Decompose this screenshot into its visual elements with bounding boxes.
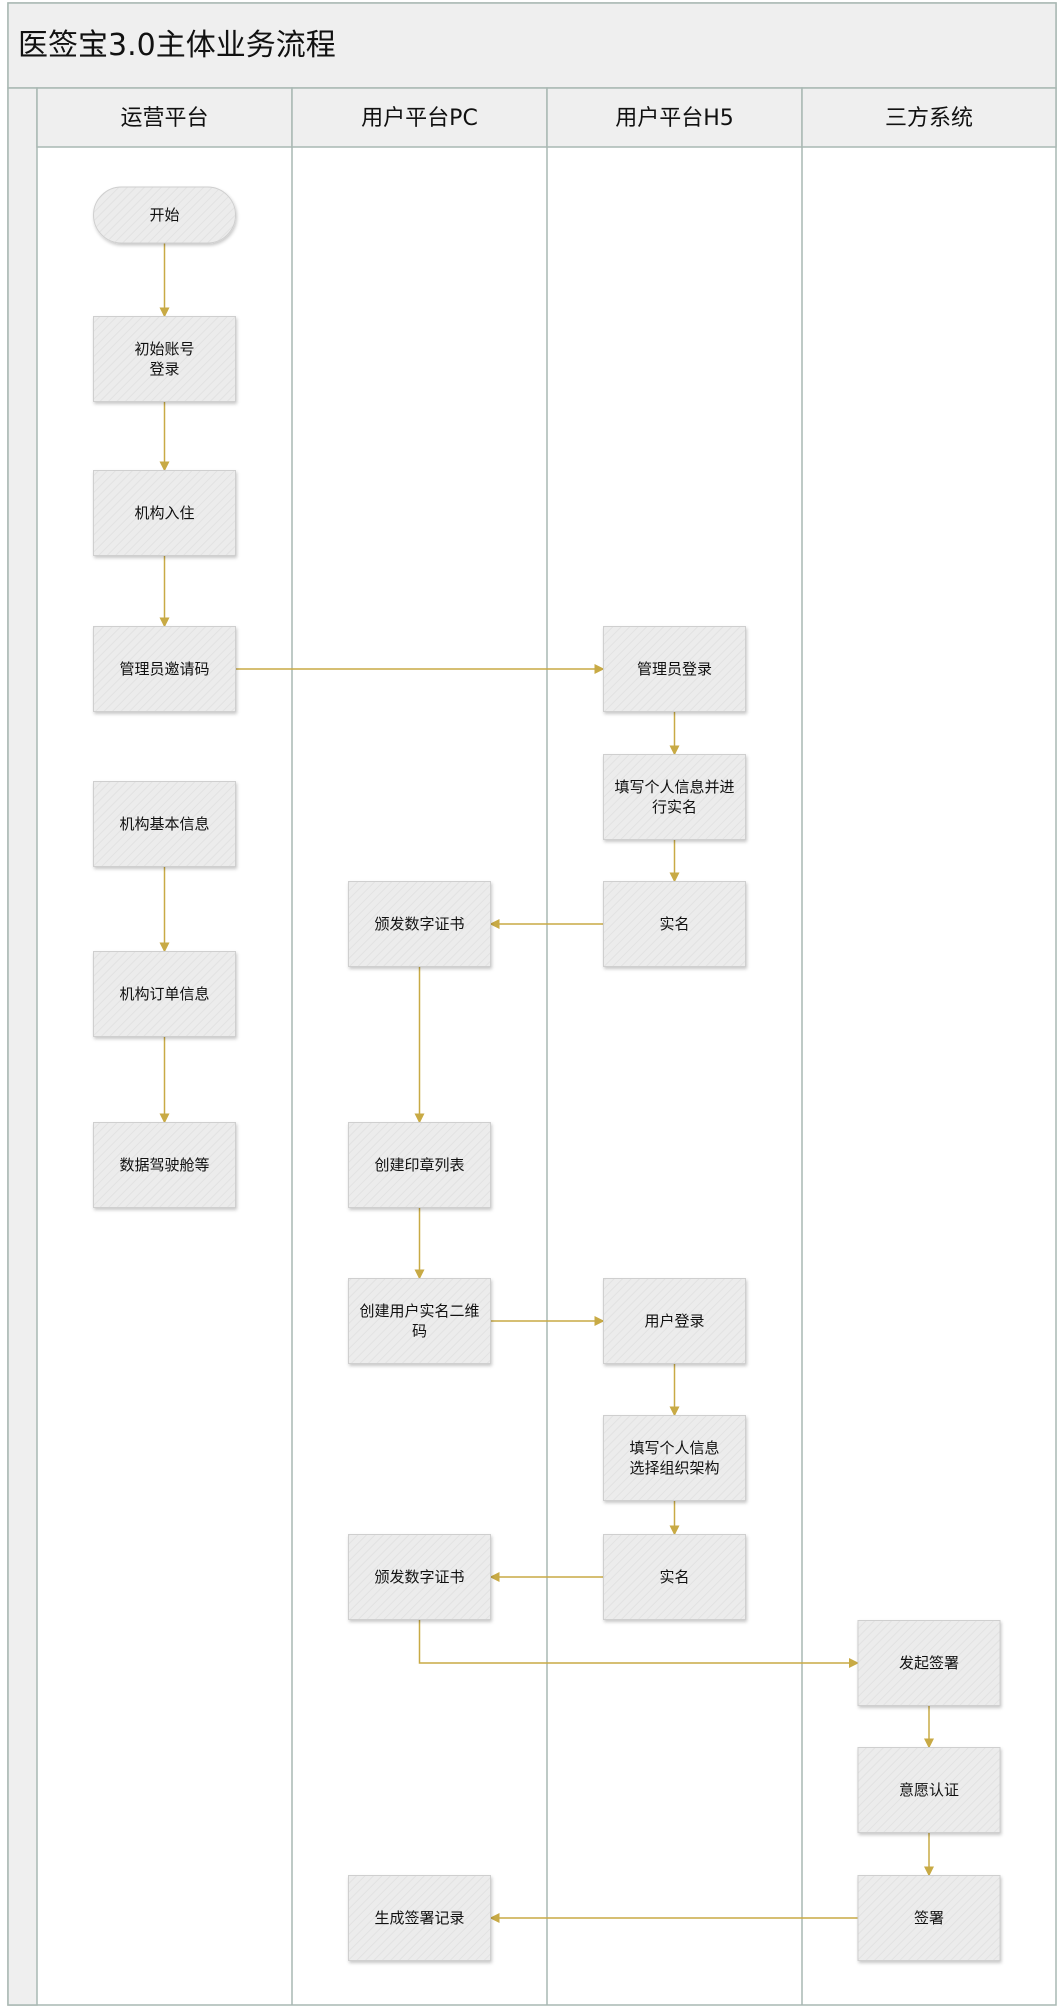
terminator-shape xyxy=(93,186,236,244)
flow-node-start: 开始 xyxy=(93,186,236,244)
process-box xyxy=(603,626,746,712)
connector-issue-cert-2-to-start-sign xyxy=(418,1619,859,1668)
node-label: 行实名 xyxy=(652,798,697,816)
process-box xyxy=(857,1747,1001,1833)
node-label: 选择组织架构 xyxy=(629,1459,719,1477)
node-label: 意愿认证 xyxy=(899,1781,959,1799)
process-box xyxy=(603,754,746,840)
process-box xyxy=(93,470,236,556)
flow-node-org-order: 机构订单信息 xyxy=(93,951,236,1037)
flow-node-realname-1: 实名 xyxy=(603,881,746,967)
node-label: 机构入住 xyxy=(134,504,194,522)
node-label: 管理员邀请码 xyxy=(119,660,209,678)
process-box xyxy=(93,951,236,1037)
node-label: 码 xyxy=(412,1322,427,1340)
process-box xyxy=(93,781,236,867)
flow-node-realname-2: 实名 xyxy=(603,1534,746,1620)
node-label: 签署 xyxy=(914,1909,944,1927)
process-box xyxy=(93,626,236,712)
flow-node-admin-login: 管理员登录 xyxy=(603,626,746,712)
node-label: 发起签署 xyxy=(899,1654,959,1672)
node-label: 颁发数字证书 xyxy=(374,915,464,933)
node-label: 实名 xyxy=(659,915,689,933)
flow-node-sign-record: 生成签署记录 xyxy=(348,1875,491,1961)
node-label: 机构订单信息 xyxy=(119,985,209,1003)
process-box xyxy=(857,1875,1001,1961)
flow-node-admin-invite: 管理员邀请码 xyxy=(93,626,236,712)
flow-node-org-join: 机构入住 xyxy=(93,470,236,556)
flow-node-user-login: 用户登录 xyxy=(603,1278,746,1364)
lane-header-third: 三方系统 xyxy=(801,87,1057,148)
flow-node-will-auth: 意愿认证 xyxy=(857,1747,1001,1833)
diagram-title: 医签宝3.0主体业务流程 xyxy=(18,28,336,63)
flow-node-sign: 签署 xyxy=(857,1875,1001,1961)
node-label: 初始账号 xyxy=(134,340,194,358)
flow-node-data-cockpit: 数据驾驶舱等 xyxy=(93,1122,236,1208)
flow-node-issue-cert-2: 颁发数字证书 xyxy=(348,1534,491,1620)
node-label: 管理员登录 xyxy=(637,660,712,678)
node-label: 登录 xyxy=(149,360,179,378)
lane-label-third: 三方系统 xyxy=(885,106,973,131)
node-label: 机构基本信息 xyxy=(119,815,209,833)
node-label: 创建用户实名二维 xyxy=(359,1302,479,1320)
node-label: 用户登录 xyxy=(644,1312,704,1330)
node-label: 开始 xyxy=(149,206,179,224)
process-box xyxy=(348,1534,491,1620)
process-box xyxy=(603,1278,746,1364)
process-box xyxy=(348,1875,491,1961)
process-box xyxy=(348,881,491,967)
left-rail xyxy=(7,87,38,2006)
node-label: 填写个人信息并进 xyxy=(614,778,734,796)
process-box xyxy=(603,881,746,967)
node-label: 创建印章列表 xyxy=(374,1156,464,1174)
process-box xyxy=(93,316,236,402)
lane-label-h5: 用户平台H5 xyxy=(615,106,734,131)
node-label: 填写个人信息 xyxy=(629,1439,719,1457)
node-label: 数据驾驶舱等 xyxy=(119,1156,209,1174)
node-label: 生成签署记录 xyxy=(374,1909,464,1927)
flow-node-org-info: 机构基本信息 xyxy=(93,781,236,867)
process-box xyxy=(93,1122,236,1208)
node-label: 颁发数字证书 xyxy=(374,1568,464,1586)
title-bar xyxy=(7,2,1057,89)
connectors xyxy=(159,243,934,1923)
lane-header-h5: 用户平台H5 xyxy=(546,87,803,148)
process-box xyxy=(348,1278,491,1364)
lane-header-ops: 运营平台 xyxy=(36,87,293,148)
flow-node-start-sign: 发起签署 xyxy=(857,1620,1001,1706)
flow-node-issue-cert-1: 颁发数字证书 xyxy=(348,881,491,967)
lane-label-pc: 用户平台PC xyxy=(361,106,478,131)
process-box xyxy=(857,1620,1001,1706)
flow-node-seal-list: 创建印章列表 xyxy=(348,1122,491,1208)
node-label: 实名 xyxy=(659,1568,689,1586)
process-box xyxy=(348,1122,491,1208)
lane-header-pc: 用户平台PC xyxy=(291,87,548,148)
process-box xyxy=(603,1415,746,1501)
lane-label-ops: 运营平台 xyxy=(120,106,208,131)
process-box xyxy=(603,1534,746,1620)
